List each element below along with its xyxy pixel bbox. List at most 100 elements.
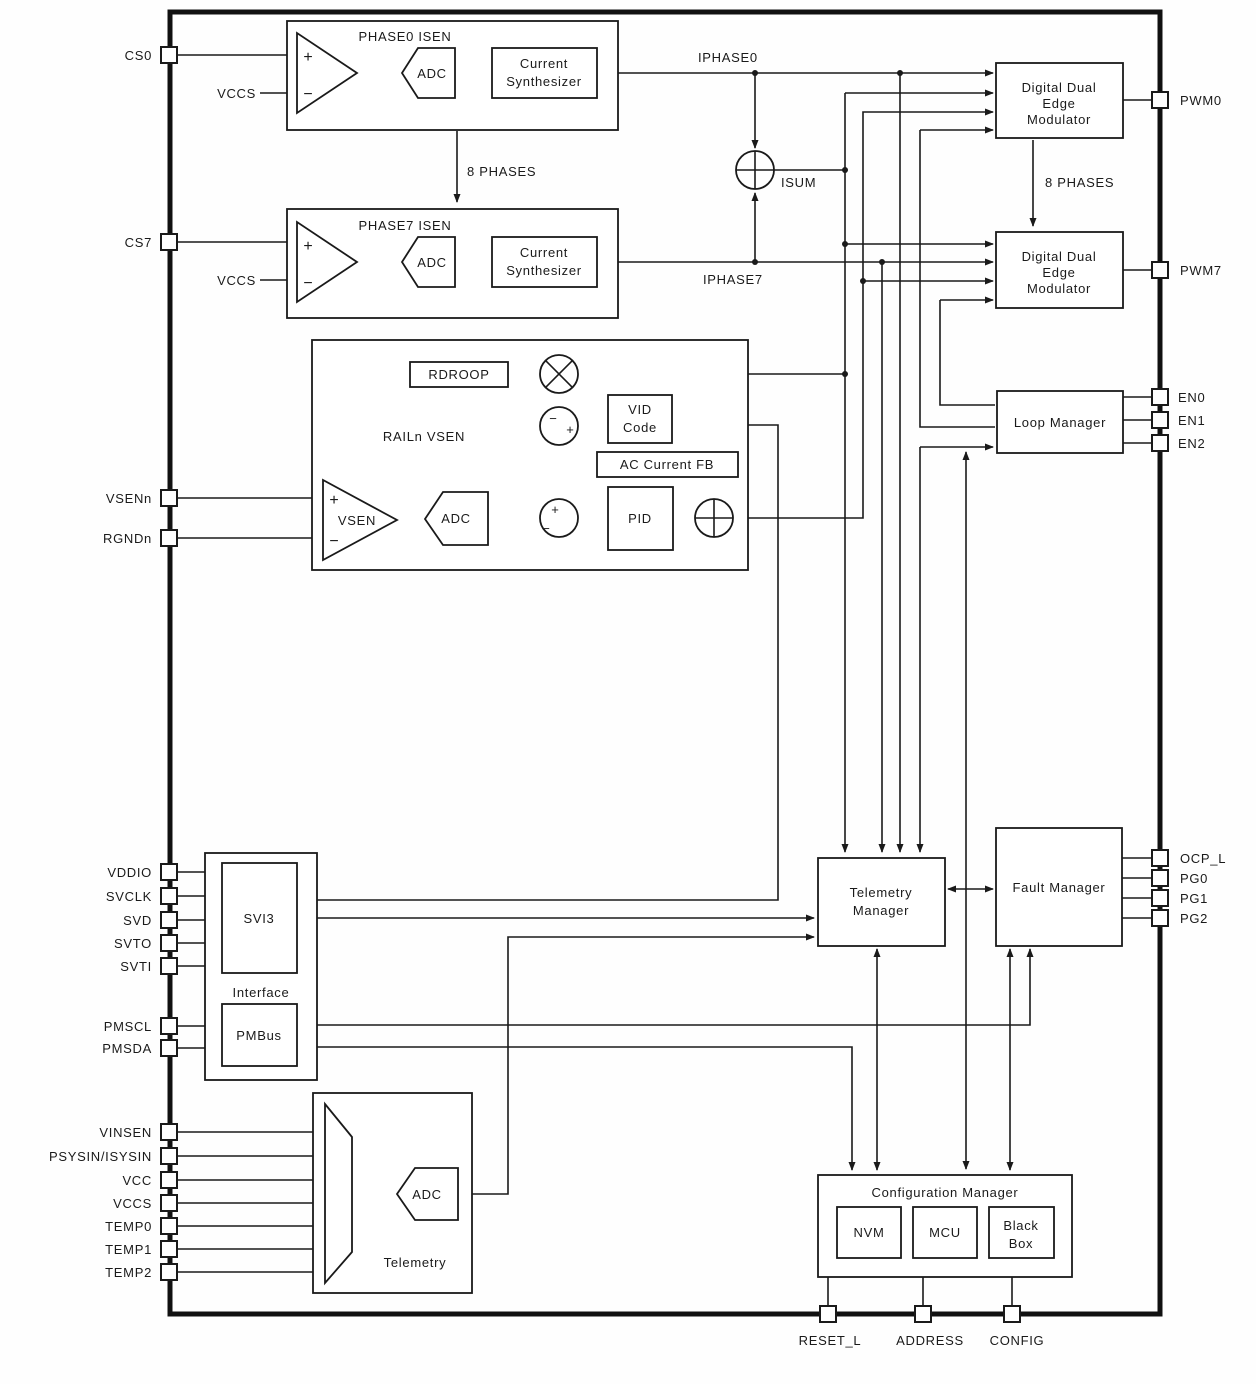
svi3-block bbox=[221, 862, 298, 974]
blackbox-label-1: Black bbox=[1003, 1218, 1038, 1233]
pin-vsenn bbox=[160, 489, 178, 507]
amp0-plus-sign: + bbox=[303, 49, 312, 66]
pin-label-ocp-l: OCP_L bbox=[1180, 851, 1226, 866]
summer1-icon bbox=[539, 406, 579, 446]
vid-label-2: Code bbox=[623, 420, 657, 435]
pin-label-svti: SVTI bbox=[120, 959, 152, 974]
mod7-label-1: Digital Dual bbox=[1022, 249, 1097, 264]
nvm-block bbox=[836, 1206, 902, 1259]
vsen-amp-label: VSEN bbox=[338, 513, 376, 528]
phase7-title: PHASE7 ISEN bbox=[359, 218, 452, 233]
pin-label-pmscl: PMSCL bbox=[104, 1019, 152, 1034]
vsen-amp bbox=[322, 478, 399, 562]
iphase0-label: IPHASE0 bbox=[698, 50, 758, 65]
black-box-block bbox=[988, 1206, 1055, 1259]
ac-current-fb-block bbox=[596, 451, 739, 478]
telemetry-adc-label: ADC bbox=[412, 1187, 442, 1202]
telemetry-adc bbox=[395, 1167, 459, 1221]
wire-loopmgr-in1 bbox=[939, 300, 995, 406]
pin-pwm0 bbox=[1151, 91, 1169, 109]
pmbus-label: PMBus bbox=[236, 1028, 281, 1043]
pin-en0 bbox=[1151, 388, 1169, 406]
vsen-adc-label: ADC bbox=[441, 511, 471, 526]
mod0-label-1: Digital Dual bbox=[1022, 80, 1097, 95]
pin-label-vccs: VCCS bbox=[113, 1196, 152, 1211]
junction-dots bbox=[752, 70, 903, 377]
mod0-label-3: Modulator bbox=[1027, 112, 1091, 127]
pin-label-cs7: CS7 bbox=[125, 235, 152, 250]
pin-pg0 bbox=[1151, 869, 1169, 887]
adc0-label: ADC bbox=[417, 66, 447, 81]
mod7-label-2: Edge bbox=[1042, 265, 1075, 280]
pin-cs7 bbox=[160, 233, 178, 251]
pid-label: PID bbox=[628, 511, 652, 526]
pin-svto bbox=[160, 934, 178, 952]
synth7-label-1: Current bbox=[520, 245, 568, 260]
loop-manager-block bbox=[996, 390, 1124, 454]
pin-pmsda bbox=[160, 1039, 178, 1057]
pin-label-vinsen: VINSEN bbox=[99, 1125, 152, 1140]
pin-label-en1: EN1 bbox=[1178, 413, 1205, 428]
pin-config bbox=[1003, 1305, 1021, 1323]
pin-temp1 bbox=[160, 1240, 178, 1258]
amp7-plus-sign: + bbox=[303, 238, 312, 255]
phase0-title: PHASE0 ISEN bbox=[359, 29, 452, 44]
vsen-amp-plus-sign: + bbox=[329, 492, 338, 509]
ac-current-fb-label: AC Current FB bbox=[620, 457, 714, 472]
mcu-label: MCU bbox=[929, 1225, 961, 1240]
interface-label: Interface bbox=[233, 985, 290, 1000]
current-synth7-block bbox=[491, 236, 598, 288]
pin-temp2 bbox=[160, 1263, 178, 1281]
pin-rgndn bbox=[160, 529, 178, 547]
summer2-plus-sign: + bbox=[551, 502, 559, 517]
pin-reset-l bbox=[819, 1305, 837, 1323]
phase7-adc bbox=[400, 236, 456, 288]
pin-label-config: CONFIG bbox=[990, 1333, 1045, 1348]
blocks bbox=[204, 20, 1124, 1294]
pin-label-svto: SVTO bbox=[114, 936, 152, 951]
pin-label-en0: EN0 bbox=[1178, 390, 1205, 405]
vsen-adc bbox=[423, 491, 489, 546]
pin-address bbox=[914, 1305, 932, 1323]
pin-svd bbox=[160, 911, 178, 929]
pin-label-vddio: VDDIO bbox=[107, 865, 152, 880]
mod7-label-3: Modulator bbox=[1027, 281, 1091, 296]
vid-label-1: VID bbox=[628, 402, 652, 417]
multiplier-x-icon bbox=[545, 360, 573, 388]
pin-pg1 bbox=[1151, 889, 1169, 907]
eight-phases-right-label: 8 PHASES bbox=[1045, 175, 1114, 190]
phase7-amp bbox=[296, 220, 359, 304]
phase0-adc bbox=[400, 47, 456, 99]
pin-svti bbox=[160, 957, 178, 975]
isum-plus-icon bbox=[736, 151, 774, 189]
pin-en1 bbox=[1151, 411, 1169, 429]
pin-en2 bbox=[1151, 434, 1169, 452]
pin-label-en2: EN2 bbox=[1178, 436, 1205, 451]
pin-ocp-l bbox=[1151, 849, 1169, 867]
synth7-label-2: Synthesizer bbox=[506, 263, 582, 278]
pin-cs0 bbox=[160, 46, 178, 64]
wire-pmbus-cm bbox=[299, 1043, 856, 1171]
pin-label-reset-l: RESET_L bbox=[799, 1333, 862, 1348]
fault-manager-label: Fault Manager bbox=[1013, 880, 1106, 895]
pin-label-pwm7: PWM7 bbox=[1180, 263, 1222, 278]
pid-block bbox=[607, 486, 674, 551]
adc7-label: ADC bbox=[417, 255, 447, 270]
pin-label-temp2: TEMP2 bbox=[105, 1265, 152, 1280]
labels: PHASE0 ISEN PHASE7 ISEN ADC ADC Current … bbox=[49, 29, 1226, 1348]
iphase7-label: IPHASE7 bbox=[703, 272, 763, 287]
wire-pmbus-fm bbox=[299, 948, 1034, 1029]
summer2-icon bbox=[539, 498, 579, 538]
eight-phases-left-label: 8 PHASES bbox=[467, 164, 536, 179]
wire-loopmgr-in2 bbox=[919, 130, 995, 428]
telemetry-manager-block bbox=[817, 857, 946, 947]
pin-label-address: ADDRESS bbox=[896, 1333, 964, 1348]
telemetry-mux bbox=[324, 1101, 353, 1286]
railn-vsen-label: RAILn VSEN bbox=[383, 429, 465, 444]
modulator7-block bbox=[995, 231, 1124, 309]
pin-svclk bbox=[160, 887, 178, 905]
summer1-minus-sign: − bbox=[549, 411, 557, 426]
mcu-block bbox=[912, 1206, 978, 1259]
pin-vinsen bbox=[160, 1123, 178, 1141]
